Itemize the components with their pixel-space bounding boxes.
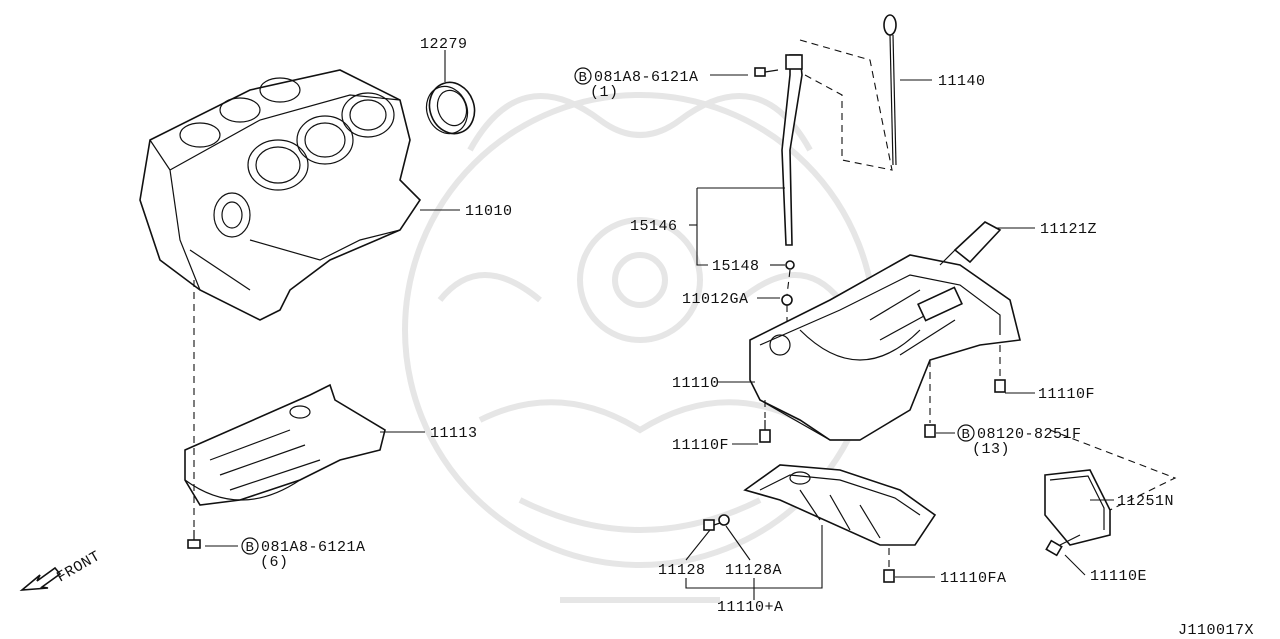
gasket-cover-diagram <box>1044 429 1177 546</box>
oil-pan-diagram <box>749 254 1021 441</box>
bolts-misc-diagram <box>759 345 1081 583</box>
label-15146: 15146 <box>630 218 678 235</box>
oil-seal-diagram <box>425 81 476 135</box>
label-11113: 11113 <box>430 425 478 442</box>
label-11128a: 11128A <box>725 562 782 579</box>
label-11110: 11110 <box>672 375 720 392</box>
label-11251n: 11251N <box>1117 493 1174 510</box>
label-11110e: 11110E <box>1090 568 1147 585</box>
dipstick-tube-diagram <box>754 54 803 330</box>
baffle-plate-diagram <box>184 383 386 506</box>
label-bolt-top-qty: (1) <box>590 84 619 101</box>
label-11012ga: 11012GA <box>682 291 749 308</box>
bolt-left-diagram <box>187 280 201 549</box>
part-labels: 12279 11010 11113 081A8-6121A (6) FRONT … <box>54 36 1254 639</box>
label-11110f-right: 11110F <box>1038 386 1095 403</box>
label-bolt-right-qty: (13) <box>972 441 1010 458</box>
label-11110fa: 11110FA <box>940 570 1007 587</box>
label-bolt-top-code: 081A8-6121A <box>594 69 699 86</box>
drain-plug-diagram <box>703 514 730 531</box>
label-11140: 11140 <box>938 73 986 90</box>
leader-lines <box>205 50 1114 600</box>
label-11110f-left: 11110F <box>672 437 729 454</box>
lower-oil-pan-diagram <box>743 464 937 546</box>
front-arrow-icon <box>19 566 62 591</box>
label-12279: 12279 <box>420 36 468 53</box>
label-bolt-left-qty: (6) <box>260 554 289 571</box>
bolt-symbol-top-text: B <box>579 70 588 86</box>
label-front: FRONT <box>54 548 104 586</box>
dipstick-diagram <box>799 14 897 171</box>
label-11110-plus-a: 11110+A <box>717 599 784 616</box>
label-11121z: 11121Z <box>1040 221 1097 238</box>
label-bolt-right-code: 08120-8251F <box>977 426 1082 443</box>
oil-filter-connector-diagram <box>939 221 1002 266</box>
label-11010: 11010 <box>465 203 513 220</box>
bolt-symbol-left: B <box>241 537 259 556</box>
cylinder-block-diagram <box>139 69 422 321</box>
label-bolt-left-code: 081A8-6121A <box>261 539 366 556</box>
bolt-symbol-right: B <box>957 424 975 443</box>
reference-code: J110017X <box>1178 622 1254 639</box>
label-15148: 15148 <box>712 258 760 275</box>
bolt-symbol-top: B <box>574 67 592 86</box>
label-11128: 11128 <box>658 562 706 579</box>
bolt-symbol-right-text: B <box>962 427 971 443</box>
bolt-symbol-left-text: B <box>246 540 255 556</box>
